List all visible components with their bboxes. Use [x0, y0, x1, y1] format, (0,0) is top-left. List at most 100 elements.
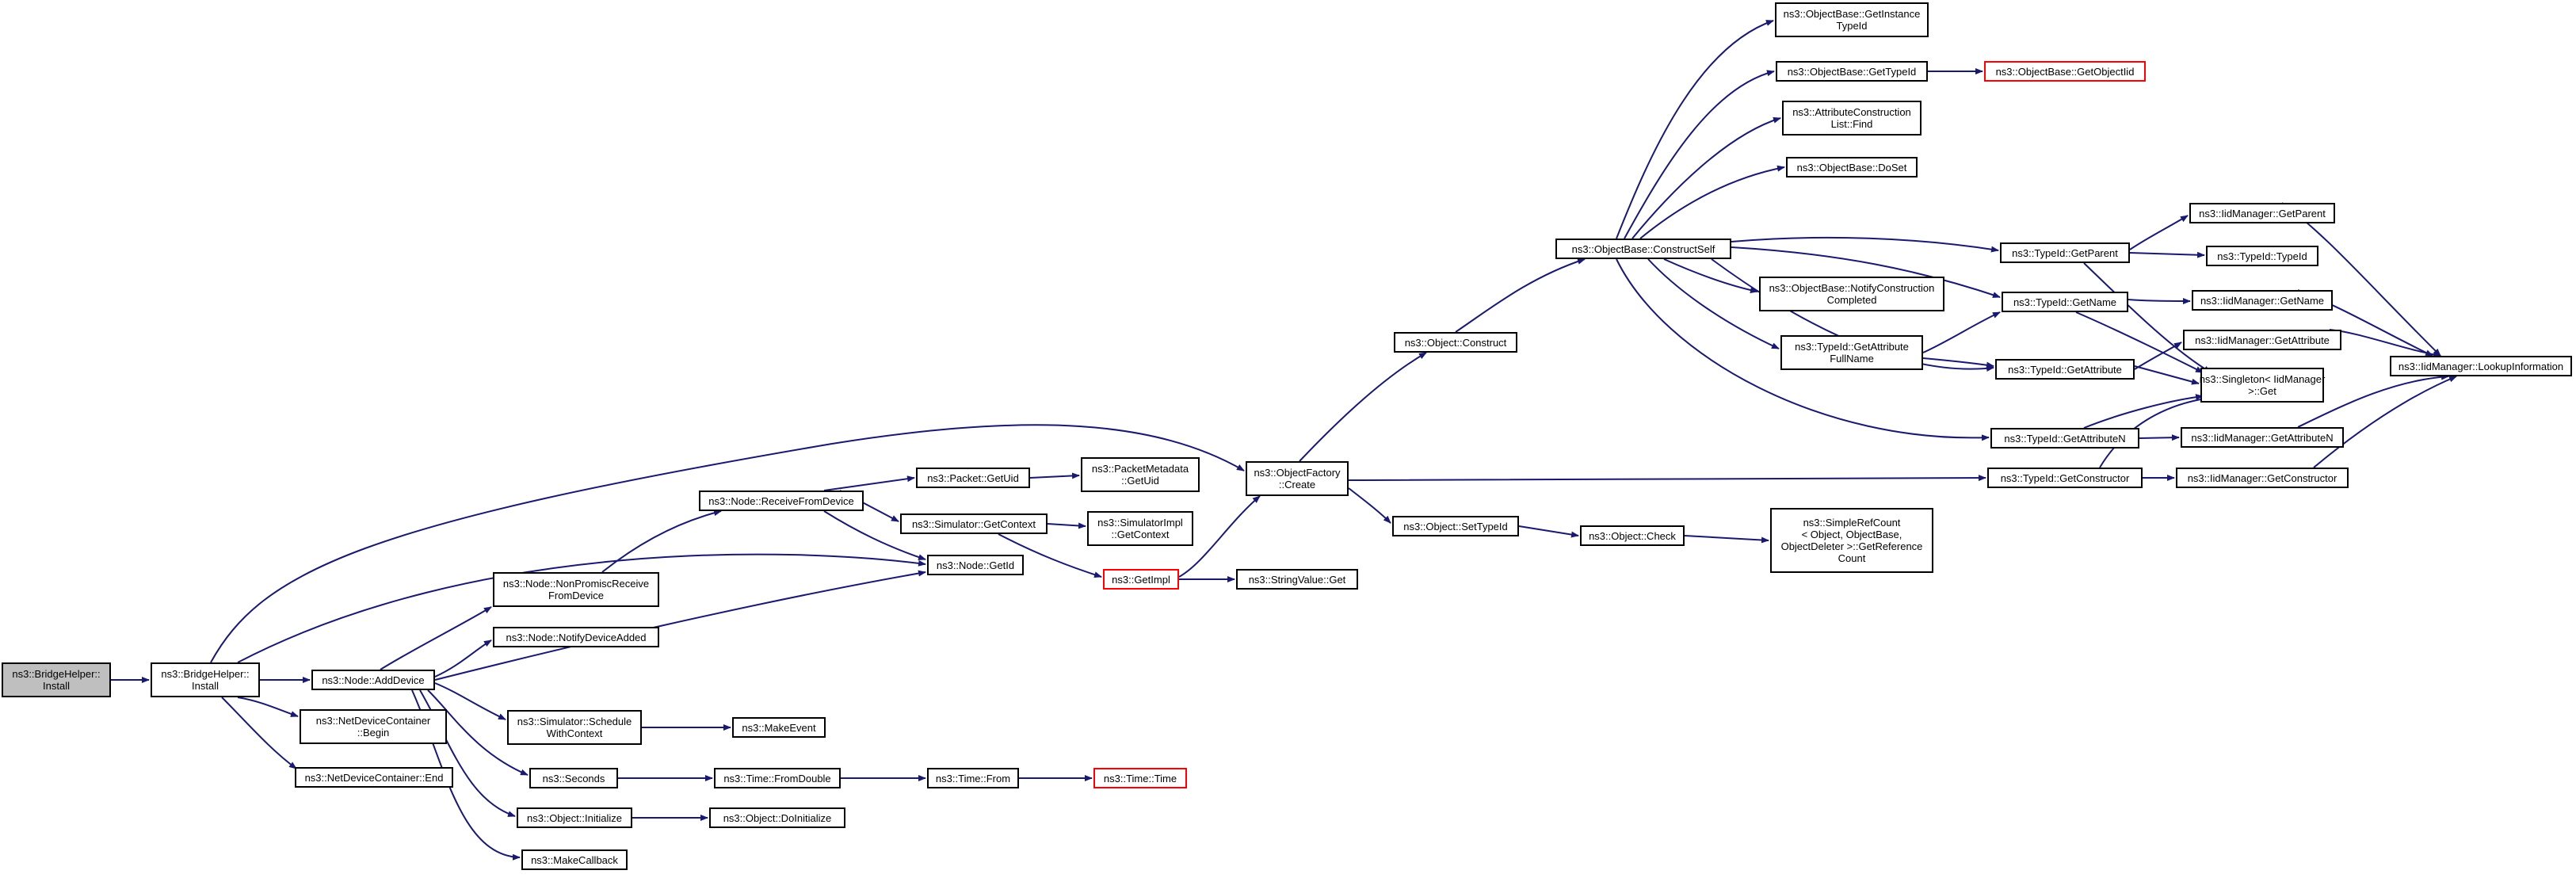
node-label-line: ns3::Packet::GetUid [927, 471, 1019, 484]
node-simulator-getcontext[interactable]: ns3::Simulator::GetContext [900, 513, 1048, 534]
node-label-line: ns3::Object::SetTypeId [1403, 520, 1508, 533]
node-getimpl[interactable]: ns3::GetImpl [1103, 569, 1179, 590]
node-label-line: ::GetUid [1121, 475, 1159, 487]
call-edge [2134, 365, 2200, 385]
node-label-line: ns3::SimulatorImpl [1097, 517, 1183, 529]
node-node-notifydeviceadded[interactable]: ns3::Node::NotifyDeviceAdded [493, 627, 659, 647]
call-edge [1616, 20, 1774, 239]
node-label-line: Completed [1826, 294, 1877, 306]
call-edge [1047, 522, 1086, 529]
node-label-line: ns3::BridgeHelper:: [161, 668, 250, 680]
node-iidmanager-getattribute[interactable]: ns3::IidManager::GetAttribute [2183, 330, 2341, 350]
node-object-initialize[interactable]: ns3::Object::Initialize [517, 807, 632, 828]
node-iidmanager-getname[interactable]: ns3::IidManager::GetName [2192, 290, 2333, 311]
node-label-line: ns3::Node::GetId [936, 559, 1015, 571]
node-label-line: ns3::MakeEvent [742, 721, 816, 734]
call-edge [237, 553, 926, 663]
node-typeid-getattributen[interactable]: ns3::TypeId::GetAttributeN [1990, 428, 2139, 449]
node-label-line: ::GetContext [1111, 529, 1170, 540]
node-bridgehelper-install[interactable]: ns3::BridgeHelper:: Install [151, 662, 260, 697]
node-label-line: Install [43, 680, 70, 692]
node-label-line: List::Find [1830, 118, 1873, 130]
node-attributeconstructionlist-find[interactable]: ns3::AttributeConstruction List::Find [1782, 101, 1922, 136]
node-label-line: ns3::Singleton< IidManager [2199, 373, 2326, 385]
node-makecallback[interactable]: ns3::MakeCallback [521, 849, 628, 870]
node-label-line: ns3::PacketMetadata [1091, 463, 1189, 475]
node-time-from[interactable]: ns3::Time::From [927, 768, 1019, 788]
node-time-fromdouble[interactable]: ns3::Time::FromDouble [714, 768, 841, 788]
node-objectbase-doset[interactable]: ns3::ObjectBase::DoSet [1786, 157, 1918, 178]
call-edge [1029, 472, 1080, 479]
node-object-doinitialize[interactable]: ns3::Object::DoInitialize [709, 807, 845, 828]
node-seconds[interactable]: ns3::Seconds [529, 768, 618, 788]
node-label-line: ns3::Time::FromDouble [723, 772, 831, 784]
call-edge [1518, 525, 1579, 538]
node-label-line: ns3::Object::Check [1589, 529, 1676, 542]
node-stringvalue-get[interactable]: ns3::StringValue::Get [1236, 569, 1358, 590]
node-netdevicecontainer-end[interactable]: ns3::NetDeviceContainer::End [295, 767, 453, 788]
node-packetmetadata-getuid[interactable]: ns3::PacketMetadata ::GetUid [1081, 457, 1200, 492]
node-label-line: FromDevice [548, 590, 605, 601]
node-object-check[interactable]: ns3::Object::Check [1580, 525, 1685, 546]
call-edge [2313, 376, 2457, 468]
node-singleton-iidmanager-get[interactable]: ns3::Singleton< IidManager >::Get [2199, 368, 2326, 403]
call-edge [823, 475, 915, 491]
node-node-receivefromdevice[interactable]: ns3::Node::ReceiveFromDevice [699, 491, 864, 511]
call-edge [2129, 251, 2205, 258]
node-label-line: ns3::Node::NotifyDeviceAdded [506, 631, 647, 643]
node-typeid-getattributefullname[interactable]: ns3::TypeId::GetAttribute FullName [1780, 335, 1923, 370]
node-objectbase-gettypeid[interactable]: ns3::ObjectBase::GetTypeId [1776, 61, 1928, 82]
call-edge [210, 424, 1245, 663]
node-iidmanager-getparent[interactable]: ns3::IidManager::GetParent [2189, 203, 2335, 223]
node-object-settypeid[interactable]: ns3::Object::SetTypeId [1392, 516, 1519, 536]
node-iidmanager-getattributen[interactable]: ns3::IidManager::GetAttributeN [2181, 427, 2344, 448]
node-objectbase-getinstancetypeid[interactable]: ns3::ObjectBase::GetInstance TypeId [1775, 2, 1929, 37]
node-label-line: ns3::AttributeConstruction [1792, 106, 1911, 118]
node-typeid-getconstructor[interactable]: ns3::TypeId::GetConstructor [1987, 468, 2143, 488]
node-label-line: ::Create [1278, 479, 1316, 491]
node-node-nonpromiscreceive[interactable]: ns3::Node::NonPromiscReceive FromDevice [493, 572, 659, 607]
node-iidmanager-getconstructor[interactable]: ns3::IidManager::GetConstructor [2176, 468, 2349, 488]
call-edge [1922, 311, 2001, 353]
node-objectbase-getobjectiid[interactable]: ns3::ObjectBase::GetObjectIid [1984, 61, 2146, 82]
call-edge [380, 606, 492, 670]
node-typeid-typeid[interactable]: ns3::TypeId::TypeId [2206, 246, 2318, 266]
node-node-adddevice[interactable]: ns3::Node::AddDevice [311, 670, 435, 690]
node-label-line: ns3::NetDeviceContainer [315, 715, 431, 727]
node-simulator-schedulewithcontext[interactable]: ns3::Simulator::Schedule WithContext [507, 710, 642, 745]
node-simulatorimpl-getcontext[interactable]: ns3::SimulatorImpl ::GetContext [1087, 511, 1193, 546]
node-label-line: ns3::Node::AddDevice [322, 674, 425, 686]
node-label-line: ns3::StringValue::Get [1248, 573, 1346, 586]
node-typeid-getattribute[interactable]: ns3::TypeId::GetAttribute [1995, 359, 2135, 380]
node-makeevent[interactable]: ns3::MakeEvent [732, 717, 826, 738]
call-edge [1647, 258, 1780, 349]
call-edge [434, 639, 492, 678]
node-label-line: ns3::Object::DoInitialize [723, 811, 832, 824]
node-label-line: ns3::Node::NonPromiscReceive [502, 578, 650, 590]
node-packet-getuid[interactable]: ns3::Packet::GetUid [916, 468, 1030, 488]
node-label-line: ns3::IidManager::GetAttributeN [2191, 431, 2334, 444]
node-simplerefcount-getreferencecount[interactable]: ns3::SimpleRefCount < Object, ObjectBase… [1770, 508, 1933, 573]
call-edge [2083, 394, 2204, 429]
node-label-line: ns3::TypeId::TypeId [2217, 250, 2307, 262]
node-label-line: FullName [1830, 353, 1874, 365]
call-edge [1348, 487, 1391, 524]
node-label-line: ns3::ObjectBase::ConstructSelf [1571, 242, 1715, 255]
call-edge [1178, 495, 1261, 578]
node-typeid-getname[interactable]: ns3::TypeId::GetName [2002, 292, 2128, 312]
node-label-line: ns3::IidManager::GetConstructor [2187, 471, 2337, 484]
call-edge [2329, 329, 2441, 358]
node-time-time[interactable]: ns3::Time::Time [1093, 768, 1187, 788]
node-typeid-getparent[interactable]: ns3::TypeId::GetParent [2000, 242, 2130, 263]
node-netdevicecontainer-begin[interactable]: ns3::NetDeviceContainer ::Begin [300, 709, 447, 744]
node-objectbase-constructself[interactable]: ns3::ObjectBase::ConstructSelf [1555, 239, 1731, 259]
node-node-getid[interactable]: ns3::Node::GetId [927, 555, 1024, 575]
node-objectfactory-create[interactable]: ns3::ObjectFactory ::Create [1246, 461, 1349, 496]
call-edge [1348, 475, 1986, 482]
call-edge [434, 682, 506, 720]
node-object-construct[interactable]: ns3::Object::Construct [1394, 332, 1517, 353]
node-iidmanager-lookupinformation[interactable]: ns3::IidManager::LookupInformation [2390, 356, 2572, 376]
node-objectbase-notifyconstructioncompleted[interactable]: ns3::ObjectBase::NotifyConstruction Comp… [1759, 277, 1944, 311]
node-label-line: ns3::Time::From [935, 772, 1011, 784]
node-label-line: ns3::TypeId::GetAttribute [1795, 341, 1909, 353]
